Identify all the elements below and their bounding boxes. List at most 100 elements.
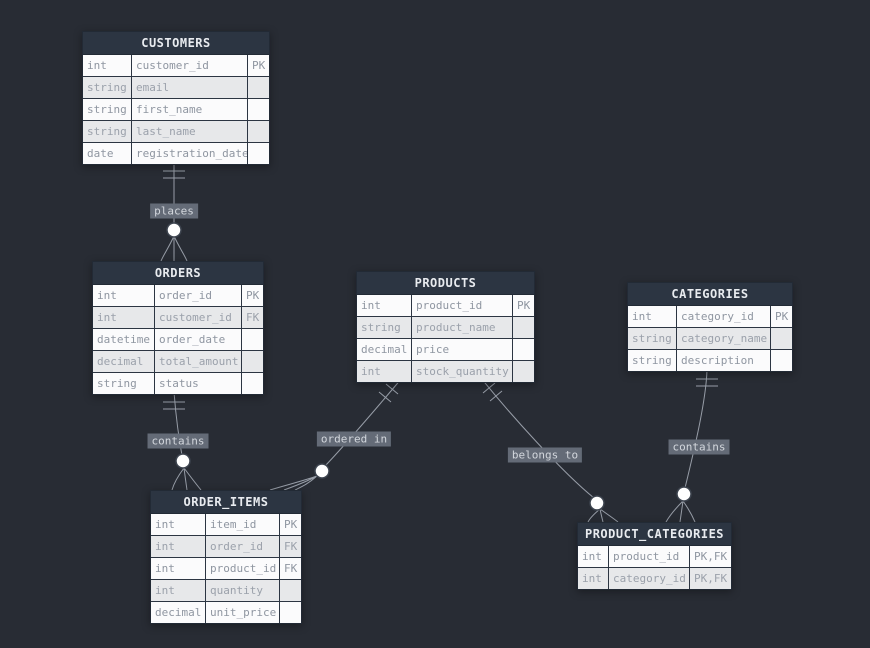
zero-or-many-circle xyxy=(166,222,182,238)
cell-type: date xyxy=(87,147,114,160)
connector-belongs-to xyxy=(480,377,619,523)
cell-key: PK xyxy=(241,285,263,306)
cell-key xyxy=(247,121,269,142)
cell-name: order_id xyxy=(205,536,279,557)
cell-name: product_name xyxy=(411,317,512,338)
cell-key xyxy=(770,350,792,371)
cell-type: int xyxy=(87,59,107,72)
cell-type: string xyxy=(87,125,127,138)
cell-type: decimal xyxy=(155,606,202,619)
cell-type: decimal xyxy=(361,343,408,356)
cell-name: total_amount xyxy=(154,351,241,372)
cell-type: string xyxy=(632,332,672,345)
cell-type: datetime xyxy=(97,333,150,346)
cell-name: category_name xyxy=(676,328,770,349)
cell-name: order_date xyxy=(154,329,241,350)
cell-name: order_id xyxy=(154,285,241,306)
table-row: string category_name xyxy=(628,327,792,349)
table-title-product_categories[interactable]: PRODUCT_CATEGORIES xyxy=(578,523,731,546)
cell-name: price xyxy=(411,339,512,360)
cell-key xyxy=(241,351,263,372)
cell-type: string xyxy=(97,377,137,390)
relationship-label-ordered-in[interactable]: ordered in xyxy=(316,431,392,447)
cell-key: PK xyxy=(279,514,301,535)
cell-type: string xyxy=(87,81,127,94)
cell-key xyxy=(279,602,301,623)
table-row: decimal total_amount xyxy=(93,350,263,372)
cell-name: quantity xyxy=(205,580,279,601)
cell-key: PK xyxy=(770,306,792,327)
cell-type: int xyxy=(361,299,381,312)
table-title-orders[interactable]: ORDERS xyxy=(93,262,263,285)
cell-key xyxy=(512,339,534,360)
cell-type: decimal xyxy=(97,355,144,368)
table-title-products[interactable]: PRODUCTS xyxy=(357,272,534,295)
cell-name: item_id xyxy=(205,514,279,535)
connector-ordered-in xyxy=(269,377,403,491)
zero-or-many-circle xyxy=(175,453,191,469)
cell-name: customer_id xyxy=(131,55,247,76)
table-title-customers[interactable]: CUSTOMERS xyxy=(83,32,269,55)
table-row: int stock_quantity xyxy=(357,360,534,382)
cell-type: int xyxy=(97,311,117,324)
relationship-label-contains-orders[interactable]: contains xyxy=(147,433,209,449)
cell-name: customer_id xyxy=(154,307,241,328)
cell-name: stock_quantity xyxy=(411,361,512,382)
zero-or-many-circle xyxy=(314,463,330,479)
cell-name: category_id xyxy=(676,306,770,327)
cell-name: product_id xyxy=(205,558,279,579)
table-title-order_items[interactable]: ORDER_ITEMS xyxy=(151,491,301,514)
cell-type: int xyxy=(155,518,175,531)
cell-name: category_id xyxy=(608,568,689,589)
cell-type: int xyxy=(632,310,652,323)
relationship-label-contains-categories[interactable]: contains xyxy=(668,439,730,455)
cell-key xyxy=(247,99,269,120)
connector-contains-orders xyxy=(163,391,202,491)
cell-name: unit_price xyxy=(205,602,279,623)
cell-key: PK xyxy=(247,55,269,76)
cell-type: int xyxy=(582,572,602,585)
cell-key: PK xyxy=(512,295,534,316)
relationship-label-belongs-to[interactable]: belongs to xyxy=(507,447,583,463)
cell-key: FK xyxy=(241,307,263,328)
cell-type: string xyxy=(632,354,672,367)
cell-type: int xyxy=(97,289,117,302)
cell-type: string xyxy=(361,321,401,334)
cell-key xyxy=(247,143,269,164)
cell-type: int xyxy=(361,365,381,378)
cell-type: string xyxy=(87,103,127,116)
table-title-categories[interactable]: CATEGORIES xyxy=(628,283,792,306)
cell-type: int xyxy=(155,540,175,553)
connector-contains-categories xyxy=(665,369,718,523)
cell-name: description xyxy=(676,350,770,371)
cell-type: int xyxy=(155,584,175,597)
cell-key xyxy=(279,580,301,601)
table-row: string description xyxy=(628,349,792,371)
table-row: string first_name xyxy=(83,98,269,120)
cell-name: product_id xyxy=(411,295,512,316)
relationship-label-places[interactable]: places xyxy=(150,203,198,219)
cell-name: first_name xyxy=(131,99,247,120)
zero-or-many-circle xyxy=(589,495,605,511)
cell-key xyxy=(241,373,263,394)
